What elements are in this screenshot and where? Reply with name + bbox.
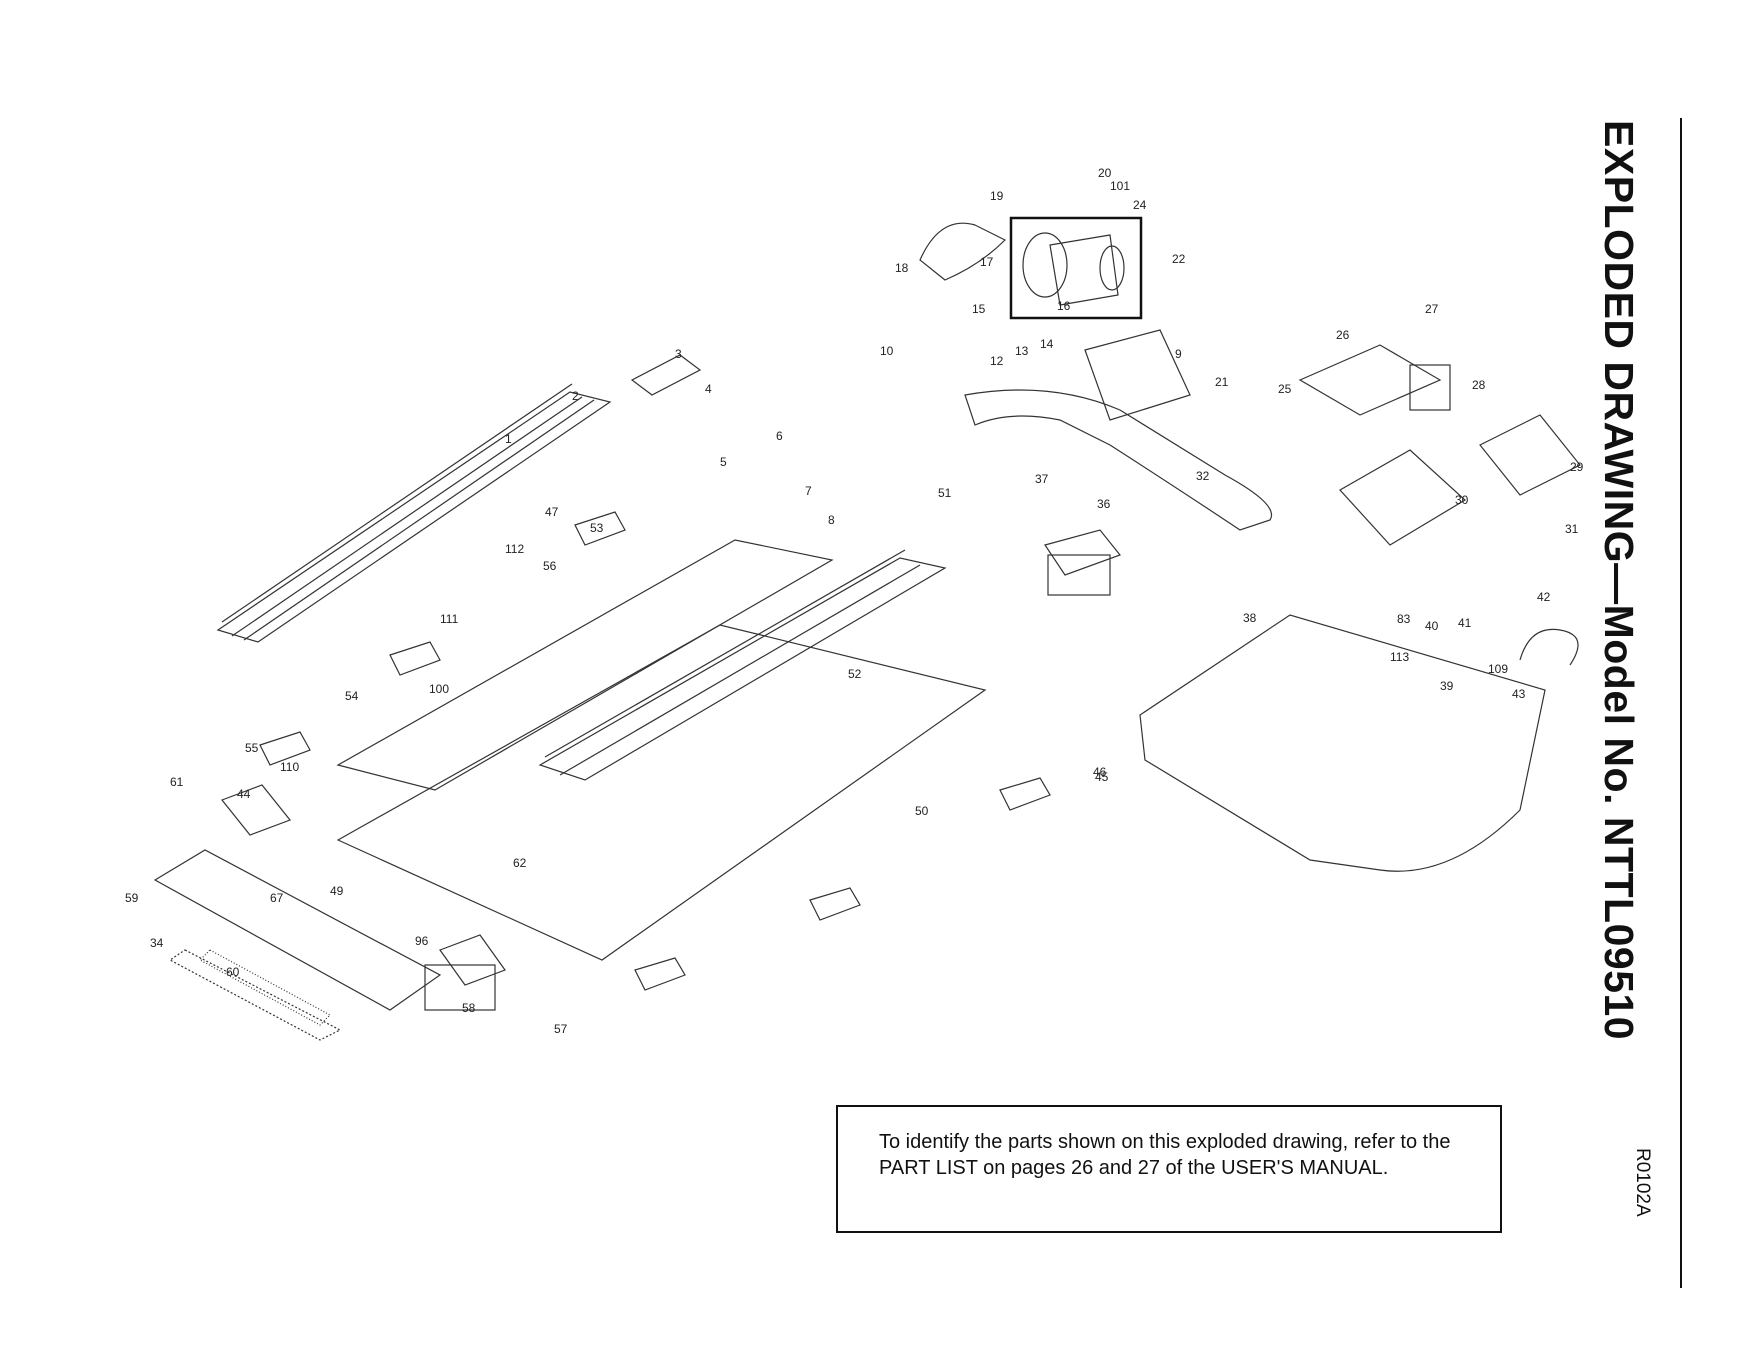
callout-28: 28: [1472, 378, 1486, 392]
callout-26: 26: [1336, 328, 1350, 342]
callout-32: 32: [1196, 469, 1210, 483]
callout-46: 46: [1093, 765, 1107, 779]
callout-58: 58: [462, 1001, 476, 1015]
callout-5: 5: [720, 455, 727, 469]
callout-36: 36: [1097, 497, 1111, 511]
callout-57: 57: [554, 1022, 568, 1036]
callout-51: 51: [938, 486, 952, 500]
callout-83: 83: [1397, 612, 1411, 626]
callout-50: 50: [915, 804, 929, 818]
callout-17: 17: [980, 255, 994, 269]
callout-10: 10: [880, 344, 894, 358]
callout-96: 96: [415, 934, 429, 948]
drawing-code: R0102A: [1632, 1148, 1653, 1217]
right-rail: [538, 557, 947, 781]
callout-62: 62: [513, 856, 527, 870]
note-box: To identify the parts shown on this expl…: [836, 1105, 1502, 1233]
callout-8: 8: [828, 513, 835, 527]
callout-38: 38: [1243, 611, 1257, 625]
callout-43: 43: [1512, 687, 1526, 701]
callout-67: 67: [270, 891, 284, 905]
note-text: To identify the parts shown on this expl…: [879, 1131, 1451, 1179]
callout-16: 16: [1057, 299, 1071, 313]
title-area: EXPLODED DRAWING—Model No. NTTL09510: [1596, 120, 1660, 1040]
callout-3: 3: [675, 347, 682, 361]
callout-22: 22: [1172, 252, 1186, 266]
callout-18: 18: [895, 261, 909, 275]
deck: [336, 539, 834, 791]
belt: [336, 624, 987, 961]
callout-24: 24: [1133, 198, 1147, 212]
callout-9: 9: [1175, 347, 1182, 361]
callout-112: 112: [505, 542, 524, 556]
upright-frame: [964, 389, 1273, 531]
callout-53: 53: [590, 521, 604, 535]
callout-6: 6: [776, 429, 783, 443]
title-rule: [1680, 118, 1682, 1288]
part-drawings: [153, 216, 1581, 1041]
front-hood: [153, 849, 442, 1011]
callout-13: 13: [1015, 344, 1029, 358]
callout-15: 15: [972, 302, 986, 316]
callout-111: 111: [440, 612, 459, 626]
callout-110: 110: [280, 760, 299, 774]
callout-37: 37: [1035, 472, 1049, 486]
callout-39: 39: [1440, 679, 1454, 693]
callout-49: 49: [330, 884, 344, 898]
callout-21: 21: [1215, 375, 1229, 389]
motor-controller: [1044, 529, 1121, 576]
callout-56: 56: [543, 559, 557, 573]
callout-101: 101: [1110, 179, 1130, 193]
callout-30: 30: [1455, 493, 1469, 507]
callout-19: 19: [990, 189, 1004, 203]
callout-113: 113: [1390, 650, 1409, 664]
callout-42: 42: [1537, 590, 1551, 604]
callout-4: 4: [705, 382, 712, 396]
callout-100: 100: [429, 682, 449, 696]
callout-61: 61: [170, 775, 184, 789]
callout-40: 40: [1425, 619, 1439, 633]
callout-25: 25: [1278, 382, 1292, 396]
left-rail: [216, 391, 612, 643]
callout-2: 2: [572, 389, 579, 403]
callout-45: 45: [1095, 770, 1109, 784]
electronics-board: [1298, 344, 1442, 416]
callout-7: 7: [805, 484, 812, 498]
callout-1: 1: [505, 432, 512, 446]
callout-20: 20: [1098, 166, 1112, 180]
motor-highlight-box: [1009, 216, 1143, 320]
callout-14: 14: [1040, 337, 1054, 351]
callout-52: 52: [848, 667, 862, 681]
callout-54: 54: [345, 689, 359, 703]
base-shroud: [1139, 614, 1546, 872]
callout-41: 41: [1458, 616, 1472, 630]
callout-109: 109: [1488, 662, 1508, 676]
callout-44: 44: [237, 787, 251, 801]
bracket-4: [630, 354, 702, 396]
callout-27: 27: [1425, 302, 1439, 316]
callout-34: 34: [150, 936, 164, 950]
callout-60: 60: [226, 965, 240, 979]
callout-31: 31: [1565, 522, 1579, 536]
callout-55: 55: [245, 741, 259, 755]
callout-47: 47: [545, 505, 559, 519]
callout-12: 12: [990, 354, 1004, 368]
callout-29: 29: [1570, 460, 1584, 474]
drawing-title: EXPLODED DRAWING—Model No. NTTL09510: [1596, 120, 1642, 1041]
callout-59: 59: [125, 891, 139, 905]
